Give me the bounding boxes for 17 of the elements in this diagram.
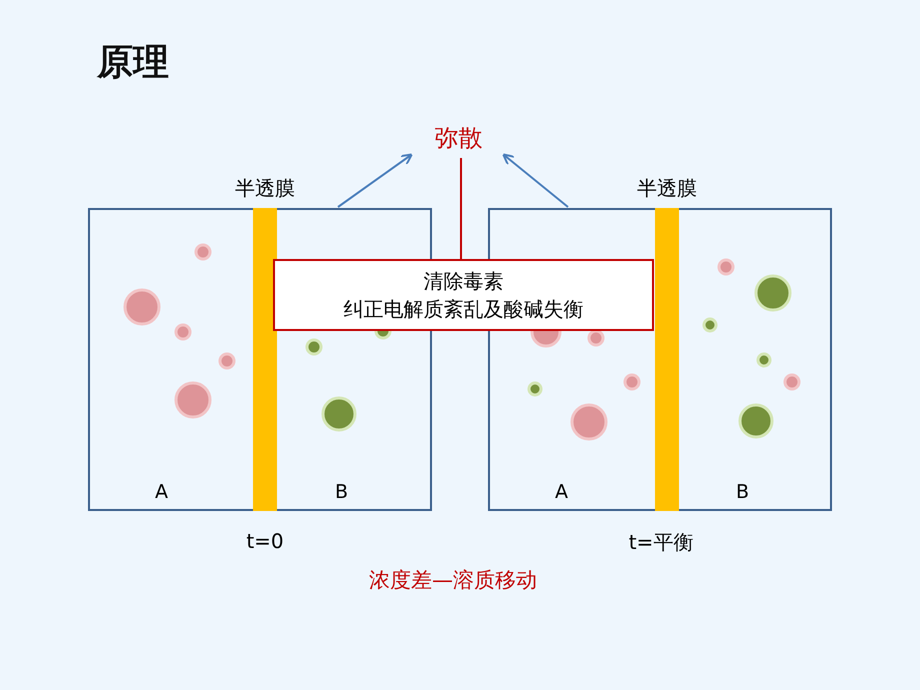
time-label: t=0 (245, 529, 285, 553)
time-label: t=平衡 (628, 529, 694, 556)
caption: 浓度差—溶质移动 (368, 567, 538, 594)
region-label: B (736, 481, 750, 503)
callout-box (273, 259, 654, 331)
arrow (337, 153, 413, 208)
region-label: B (335, 481, 348, 503)
connector-line (460, 158, 462, 259)
diffusion-label: 弥散 (405, 120, 512, 158)
callout-text: 纠正电解质紊乱及酸碱失衡 (344, 296, 584, 323)
membrane-label: 半透膜 (234, 175, 296, 201)
region-label: A (155, 481, 168, 503)
arrow (502, 153, 569, 208)
membrane-label: 半透膜 (636, 175, 698, 201)
callout-text: 清除毒素 (424, 268, 504, 295)
region-label: A (555, 481, 568, 503)
title: 原理 (97, 41, 169, 85)
